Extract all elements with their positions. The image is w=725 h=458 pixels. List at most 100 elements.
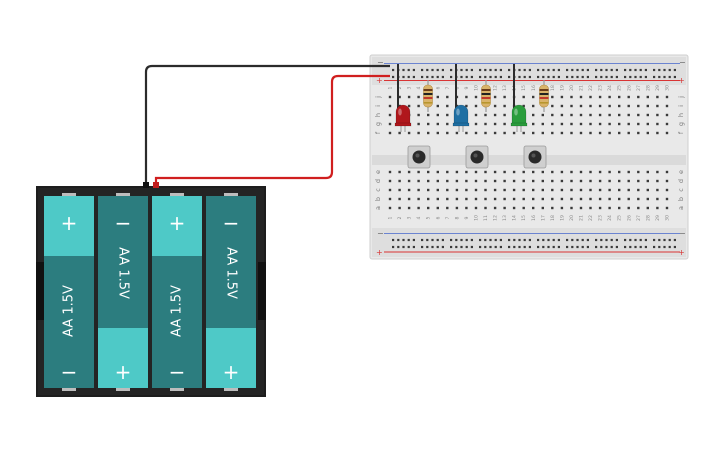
rail-hole[interactable] [489,68,492,72]
breadboard-hole[interactable] [627,113,630,117]
rail-hole[interactable] [489,238,492,242]
breadboard-hole[interactable] [618,122,621,126]
breadboard-hole[interactable] [665,104,669,108]
rail-hole[interactable] [653,68,656,72]
rail-hole[interactable] [484,238,487,242]
breadboard-hole[interactable] [665,113,669,117]
rail-hole[interactable] [499,75,502,79]
rail-hole[interactable] [653,238,656,242]
breadboard-hole[interactable] [484,170,487,174]
rail-hole[interactable] [639,75,642,79]
breadboard-hole[interactable] [665,95,669,99]
breadboard-hole[interactable] [532,131,535,135]
rail-hole[interactable] [412,75,415,79]
breadboard-hole[interactable] [493,131,497,135]
breadboard-hole[interactable] [474,122,478,126]
breadboard-hole[interactable] [637,179,640,183]
rail-hole[interactable] [450,238,453,242]
breadboard-hole[interactable] [522,95,525,99]
breadboard-hole[interactable] [398,197,401,201]
breadboard-hole[interactable] [579,197,583,201]
breadboard-hole[interactable] [532,206,535,210]
breadboard-hole[interactable] [398,95,401,99]
rail-hole[interactable] [489,75,492,79]
breadboard-hole[interactable] [570,122,573,126]
breadboard-hole[interactable] [522,170,525,174]
rail-hole[interactable] [407,75,410,79]
breadboard-hole[interactable] [503,104,506,108]
breadboard-hole[interactable] [646,122,649,126]
breadboard-hole[interactable] [665,179,669,183]
rail-hole[interactable] [615,75,618,79]
breadboard-hole[interactable] [465,95,468,99]
breadboard-hole[interactable] [532,170,535,174]
rail-hole[interactable] [668,68,671,72]
rail-hole[interactable] [586,68,589,72]
breadboard-hole[interactable] [589,104,592,108]
rail-hole[interactable] [460,245,463,249]
breadboard-hole[interactable] [503,179,506,183]
breadboard-hole[interactable] [417,131,420,135]
breadboard-hole[interactable] [407,188,411,192]
rail-hole[interactable] [542,75,545,79]
breadboard-hole[interactable] [465,206,468,210]
rail-hole[interactable] [552,75,555,79]
rail-hole[interactable] [460,238,463,242]
rail-hole[interactable] [421,245,424,249]
rail-hole[interactable] [552,238,555,242]
rail-hole[interactable] [610,238,613,242]
rail-hole[interactable] [653,245,656,249]
breadboard-hole[interactable] [665,122,669,126]
breadboard-hole[interactable] [551,95,554,99]
breadboard-hole[interactable] [532,188,535,192]
breadboard-hole[interactable] [503,122,506,126]
breadboard-hole[interactable] [503,95,506,99]
rail-hole[interactable] [450,245,453,249]
rail-hole[interactable] [673,75,676,79]
breadboard-hole[interactable] [646,170,649,174]
breadboard-hole[interactable] [608,179,611,183]
rail-hole[interactable] [634,238,637,242]
breadboard-hole[interactable] [407,104,411,108]
breadboard-hole[interactable] [560,95,564,99]
breadboard-hole[interactable] [436,95,439,99]
push-button-3[interactable] [523,145,547,169]
breadboard-hole[interactable] [455,170,459,174]
breadboard-hole[interactable] [627,122,630,126]
breadboard-hole[interactable] [598,179,602,183]
rail-hole[interactable] [528,238,531,242]
rail-hole[interactable] [441,75,444,79]
breadboard-hole[interactable] [417,197,420,201]
rail-hole[interactable] [552,68,555,72]
breadboard-hole[interactable] [503,197,506,201]
rail-hole[interactable] [610,245,613,249]
rail-hole[interactable] [547,245,550,249]
breadboard-hole[interactable] [446,131,449,135]
rail-hole[interactable] [470,68,473,72]
breadboard-hole[interactable] [436,206,439,210]
breadboard-hole[interactable] [541,179,544,183]
breadboard-hole[interactable] [560,131,564,135]
rail-hole[interactable] [436,75,439,79]
breadboard-hole[interactable] [608,131,611,135]
breadboard-hole[interactable] [474,113,478,117]
rail-hole[interactable] [537,75,540,79]
rail-hole[interactable] [494,75,497,79]
rail-hole[interactable] [397,238,400,242]
rail-hole[interactable] [629,238,632,242]
rail-hole[interactable] [431,238,434,242]
rail-hole[interactable] [557,75,560,79]
breadboard-hole[interactable] [388,95,392,99]
rail-hole[interactable] [552,245,555,249]
rail-hole[interactable] [402,238,405,242]
rail-hole[interactable] [629,68,632,72]
breadboard-hole[interactable] [474,197,478,201]
breadboard-hole[interactable] [541,131,544,135]
breadboard-hole[interactable] [503,206,506,210]
breadboard-hole[interactable] [551,206,554,210]
breadboard-hole[interactable] [541,197,544,201]
breadboard-hole[interactable] [618,179,621,183]
breadboard-hole[interactable] [656,179,659,183]
black-wire[interactable] [144,64,390,188]
battery-cell-4[interactable]: −+AA 1.5V [206,193,256,391]
